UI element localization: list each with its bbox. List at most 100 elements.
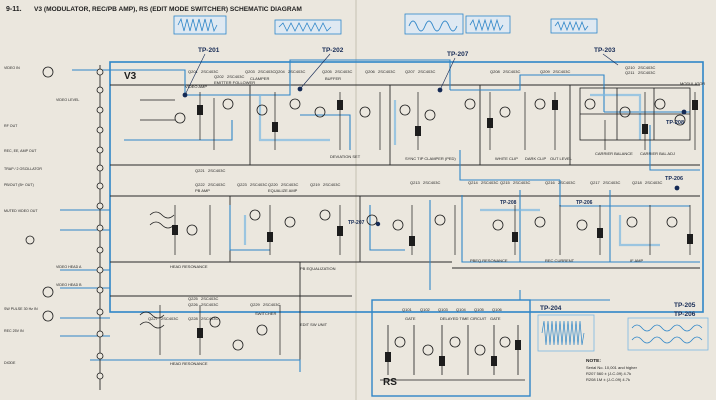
rs-board: RS Q101 Q102 Q103 Q104 Q105 Q106 GATE DE… xyxy=(371,299,531,397)
v3-board-outline xyxy=(109,61,704,313)
waveform-sketch-tp205-206 xyxy=(627,317,709,351)
q216-type: 2SC403C xyxy=(558,180,575,185)
q228-type: 2SC403C xyxy=(201,316,218,321)
notes-line-3: R208 1M ± (J-C-09) 4.7k xyxy=(586,377,630,382)
q211-type: 2SC403C xyxy=(638,70,655,75)
q206-label: Q206 xyxy=(365,69,376,74)
q218-type: 2SC403C xyxy=(645,180,662,185)
q217-type: 2SC403C xyxy=(603,180,620,185)
q214-type: 2SC403C xyxy=(481,180,498,185)
tp-204-label: TP-204 xyxy=(540,305,562,312)
rs-section-label: RS xyxy=(383,377,397,388)
block-equalize-amp: EQUALIZE AMP xyxy=(268,188,298,193)
page-title: V3 (MODULATOR, REC/PB AMP), RS (EDIT MOD… xyxy=(34,6,302,13)
transistor-labels-bottom: Q225 2SC403C Q226 2SC403C Q227 2SC403C Q… xyxy=(148,296,280,321)
rs-q106: Q106 xyxy=(492,307,503,312)
q215-type: 2SC403C xyxy=(513,180,530,185)
q227-type: 2SC403C xyxy=(161,316,178,321)
rs-q105: Q105 xyxy=(474,307,485,312)
rs-q104: Q104 xyxy=(456,307,467,312)
rs-q101: Q101 xyxy=(402,307,413,312)
block-carrier-bal-adj: CARRIER BAL ADJ xyxy=(640,151,675,156)
q203-label: Q203 xyxy=(245,69,256,74)
notes-line-2: R207 560 ± (J-C-09) 4.7k xyxy=(586,371,631,376)
connector-video-in: VIDEO IN xyxy=(4,66,20,70)
q228-label: Q228 xyxy=(188,316,199,321)
connector-trap-oscillator: TRAP / 2 OSCILLATOR xyxy=(4,167,42,171)
tp-207-mid-marker xyxy=(375,221,381,227)
tp-207-mid-label: TP-207 xyxy=(348,220,365,226)
q214-label: Q214 xyxy=(468,180,479,185)
tp-206-mid2-label: TP-206 xyxy=(576,200,593,206)
notes-block: NOTE: Serial No. 10,001 and higher R207 … xyxy=(586,358,638,382)
connector-video-level: VIDEO LEVEL xyxy=(56,98,79,102)
q220-type: 2SC403C xyxy=(281,182,298,187)
q213-type: 2SC403C xyxy=(423,180,440,185)
test-points: TP-201 TP-202 TP-207 TP-203 TP-208 TP-20… xyxy=(182,47,696,318)
connector-rec-ee-amp-out: REC, EE, AMP OUT xyxy=(4,149,37,153)
connector-muted-video-out: MUTED VIDEO OUT xyxy=(4,209,38,213)
block-emitter-follower: EMITTER FOLLOWER xyxy=(214,80,255,85)
q227-label: Q227 xyxy=(148,316,159,321)
q206-type: 2SC403C xyxy=(378,69,395,74)
tp-202-label: TP-202 xyxy=(322,47,344,54)
block-edit-sw-unit: EDIT SW UNIT xyxy=(300,322,328,327)
v3-section-label: V3 xyxy=(124,71,137,82)
connector-video-head-a: VIDEO HEAD A xyxy=(56,265,82,269)
block-pbeq-resonance: PBEQ RESONANCE xyxy=(470,258,508,263)
block-clamper: CLAMPER xyxy=(250,76,269,81)
q207-type: 2SC403C xyxy=(418,69,435,74)
q208-type: 2SC403C xyxy=(503,69,520,74)
left-connector-panel: VIDEO IN VIDEO LEVEL RF OUT REC, EE, AMP… xyxy=(4,65,104,390)
tp-201-label: TP-201 xyxy=(198,47,220,54)
q229-label: Q229 xyxy=(250,302,261,307)
q223-label: Q223 xyxy=(237,182,248,187)
block-head-resonance-2: HEAD RESONANCE xyxy=(170,361,208,366)
q225-type: 2SC403C xyxy=(201,296,218,301)
block-rec-current: REC CURRENT xyxy=(545,258,575,263)
q219-label: Q219 xyxy=(310,182,321,187)
block-deviation-set: DEVIATION SET xyxy=(330,154,361,159)
q210-label: Q210 xyxy=(625,65,636,70)
q210-type: 2SC403C xyxy=(638,65,655,70)
tp-207-top-marker xyxy=(437,87,443,93)
q202-label: Q202 xyxy=(214,74,225,79)
connector-sw-pulse: SW PULSE 30 Hz IN xyxy=(4,307,38,311)
q217-label: Q217 xyxy=(590,180,601,185)
q226-type: 2SC403C xyxy=(201,302,218,307)
connector-diode: DIODE xyxy=(4,361,16,365)
rs-q103: Q103 xyxy=(438,307,449,312)
q216-label: Q216 xyxy=(545,180,556,185)
q226-label: Q226 xyxy=(188,302,199,307)
highlight-traces xyxy=(243,93,660,247)
component-area-middle xyxy=(139,205,693,355)
transistor-labels-top: Q201 2SC403C Q202 2SC403C Q203 2SC403C Q… xyxy=(188,65,655,79)
block-if-amp: IF AMP xyxy=(630,258,643,263)
tp-208-mid-label: TP-208 xyxy=(500,200,517,206)
q219-type: 2SC403C xyxy=(323,182,340,187)
q222-label: Q222 xyxy=(195,182,206,187)
q204-label: Q204 xyxy=(275,69,286,74)
q221-type: 2SC403C xyxy=(208,168,225,173)
q229-type: 2SC403C xyxy=(263,302,280,307)
q203-type: 2SC403C xyxy=(258,69,275,74)
tp-208-top-marker xyxy=(681,109,687,115)
top-waveform-scribbles xyxy=(173,13,598,35)
q222-type: 2SC403C xyxy=(208,182,225,187)
q213-label: Q213 xyxy=(410,180,421,185)
connector-pb-out: PB/OUT (B+ OUT) xyxy=(4,183,34,187)
q201-label: Q201 xyxy=(188,69,199,74)
connector-rf-out: RF OUT xyxy=(4,124,18,128)
rs-q102: Q102 xyxy=(420,307,431,312)
q204-type: 2SC403C xyxy=(288,69,305,74)
block-video-amp-1: VIDEO AMP xyxy=(185,84,207,89)
notes-line-1: Serial No. 10,001 and higher xyxy=(586,365,638,370)
connector-rec-in: REC 25V IN xyxy=(4,329,24,333)
block-buffer-top: BUFFER xyxy=(325,76,341,81)
transistor-labels-middle: Q221 2SC403C Q222 2SC403C Q223 2SC403C Q… xyxy=(195,168,662,187)
q208-label: Q208 xyxy=(490,69,501,74)
block-switcher: SWITCHER xyxy=(255,311,276,316)
q205-type: 2SC403C xyxy=(335,69,352,74)
tp-208-top-label: TP-208 xyxy=(666,120,684,126)
